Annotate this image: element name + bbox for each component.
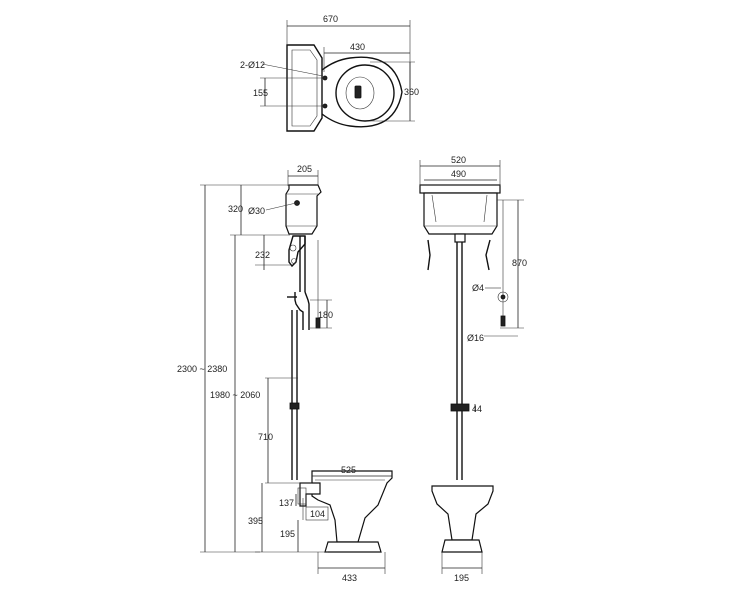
dim-44: 44 bbox=[472, 404, 482, 414]
dim-490: 490 bbox=[451, 169, 466, 179]
dim-195-side: 195 bbox=[280, 529, 295, 539]
dim-overall-height: 2300 ~ 2380 bbox=[177, 364, 227, 374]
dim-104: 104 bbox=[310, 509, 325, 519]
top-view: 670 430 2-Ø12 155 360 bbox=[240, 14, 419, 132]
dim-395: 395 bbox=[248, 516, 263, 526]
dim-525: 525 bbox=[341, 465, 356, 475]
dim-inlet: Ø30 bbox=[248, 206, 265, 216]
dim-holes: 2-Ø12 bbox=[240, 60, 265, 70]
side-view: 205 320 Ø30 232 180 2300 ~ 2380 1980 ~ 2… bbox=[177, 164, 393, 583]
dim-430: 430 bbox=[350, 42, 365, 52]
dim-155: 155 bbox=[253, 88, 268, 98]
dim-180: 180 bbox=[318, 310, 333, 320]
dim-710: 710 bbox=[258, 432, 273, 442]
dim-320: 320 bbox=[228, 204, 243, 214]
dim-870: 870 bbox=[512, 258, 527, 268]
front-view: 520 490 870 Ø4 Ø16 44 195 bbox=[419, 155, 527, 583]
dim-670: 670 bbox=[323, 14, 338, 24]
dim-520: 520 bbox=[451, 155, 466, 165]
dim-pipe-dia: Ø16 bbox=[467, 333, 484, 343]
dim-360: 360 bbox=[404, 87, 419, 97]
dim-cistern-height-range: 1980 ~ 2060 bbox=[210, 390, 260, 400]
dim-chain-dia: Ø4 bbox=[472, 283, 484, 293]
dim-205: 205 bbox=[297, 164, 312, 174]
dim-137: 137 bbox=[279, 498, 294, 508]
dim-195-front: 195 bbox=[454, 573, 469, 583]
dim-232: 232 bbox=[255, 250, 270, 260]
dim-433: 433 bbox=[342, 573, 357, 583]
